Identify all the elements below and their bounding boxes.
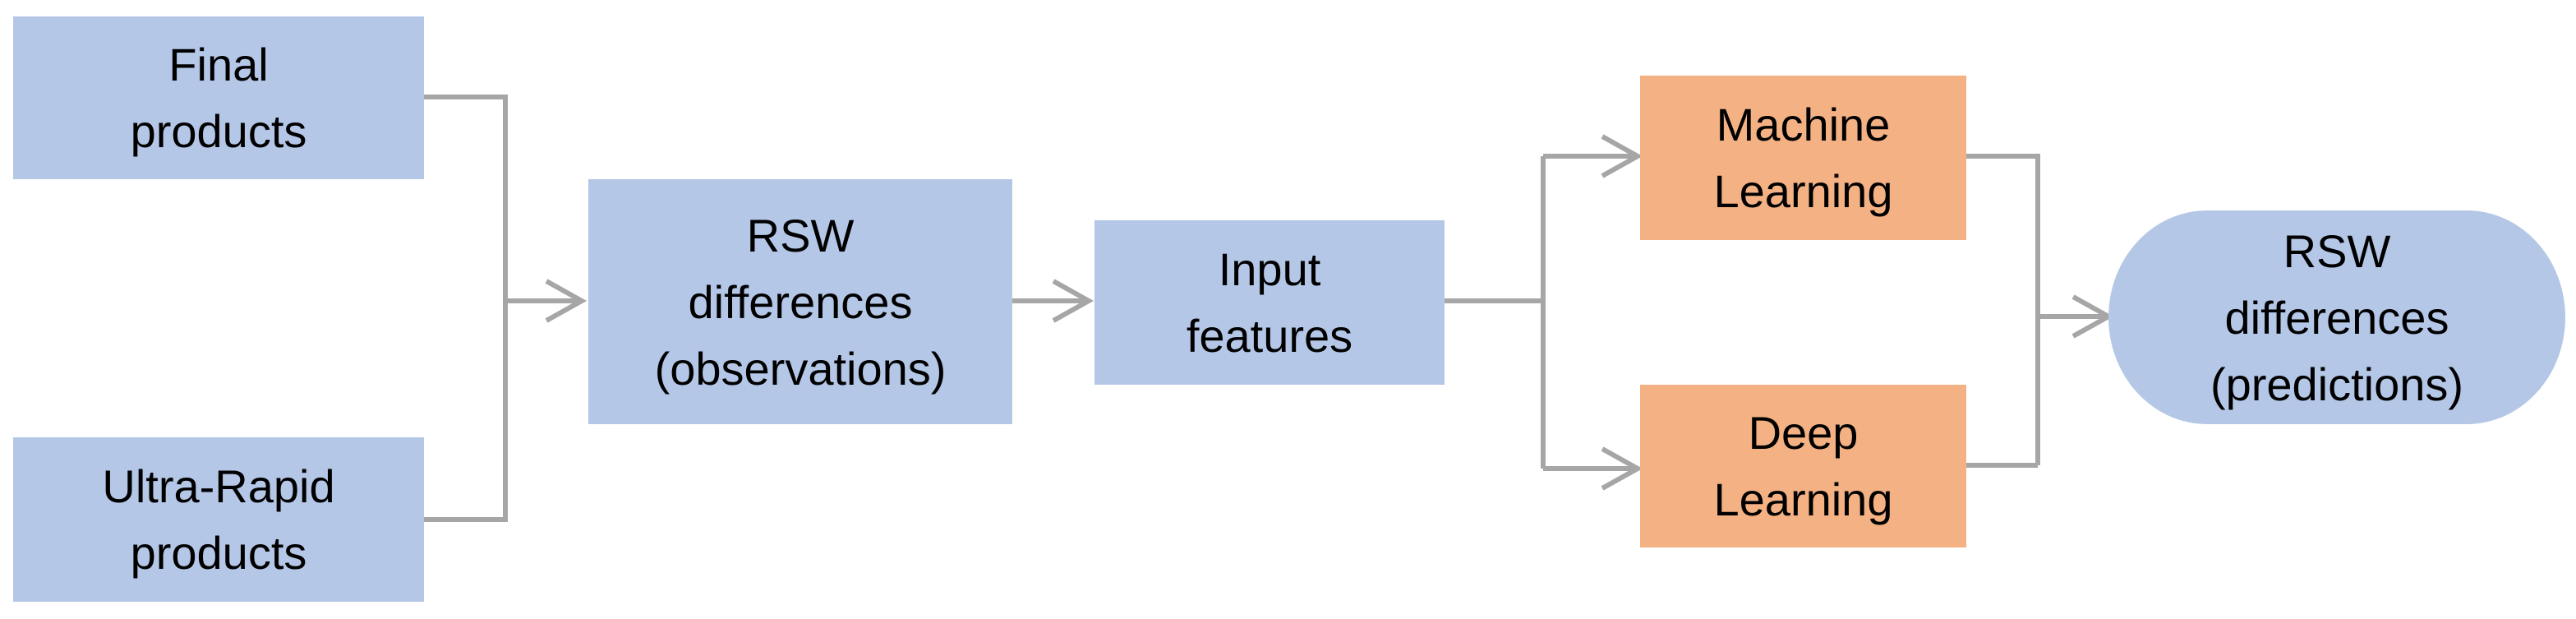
rsw-observations-box: RSW differences (observations) [588,179,1012,424]
arrowhead-rsw-observations [545,279,588,323]
input-features-box: Input features [1094,220,1445,385]
connector-ultra-rapid-products [424,301,508,522]
connector-machine-learning [1966,154,2040,465]
final-products-label: Final products [130,39,307,157]
machine-learning-label: Machine Learning [1713,99,1893,217]
arrowhead-input-features [1052,279,1094,323]
rsw-observations-label: RSW differences (observations) [654,209,947,395]
input-features-label: Input features [1186,243,1353,362]
arrowhead-machine-learning [1601,134,1643,178]
ultra-rapid-products-label: Ultra-Rapid products [102,460,335,579]
deep-learning-box: Deep Learning [1640,385,1966,547]
deep-learning-label: Deep Learning [1713,407,1893,525]
connector-final-products [424,95,508,301]
rsw-predictions-label: RSW differences (predictions) [2210,224,2464,410]
rsw-predictions-box: RSW differences (predictions) [2108,210,2565,424]
ultra-rapid-products-box: Ultra-Rapid products [13,437,424,602]
arrowhead-deep-learning [1601,446,1643,491]
machine-learning-box: Machine Learning [1640,76,1966,240]
final-products-box: Final products [13,16,424,179]
